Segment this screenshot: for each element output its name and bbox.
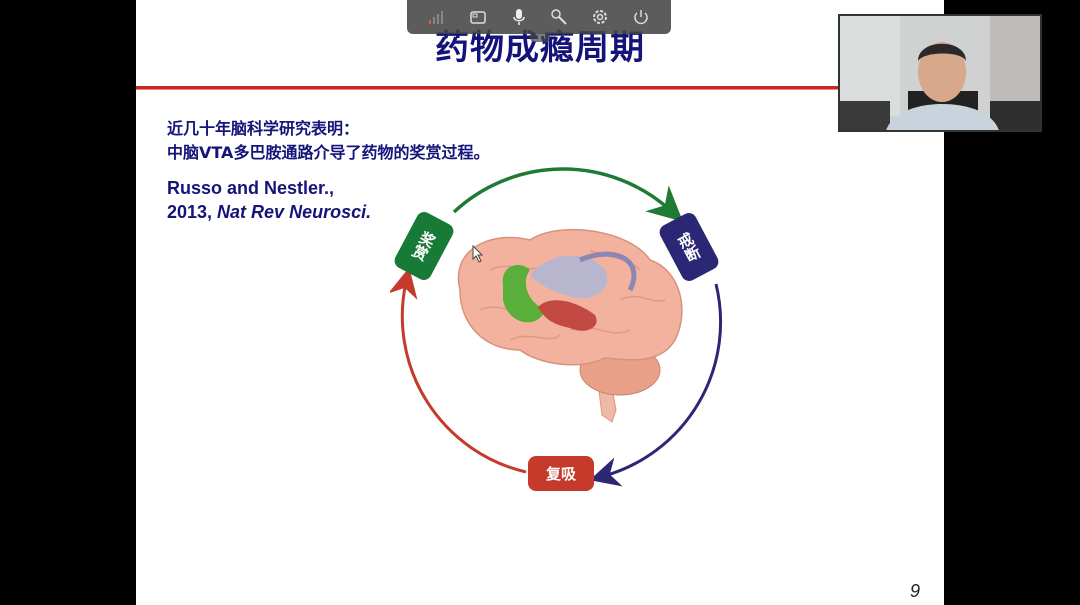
- toolbar-collapse-handle[interactable]: [530, 34, 550, 42]
- citation-journal: Nat Rev Neurosci.: [217, 202, 372, 222]
- stage-relapse-badge: 复吸: [528, 456, 594, 491]
- citation-line-1: Russo and Nestler.,: [167, 178, 335, 198]
- citation-line-2: 2013, Nat Rev Neurosci.: [167, 200, 371, 224]
- microphone-icon[interactable]: [509, 7, 529, 27]
- settings-icon[interactable]: [590, 7, 610, 27]
- arrow-relapse-to-reward: [390, 267, 527, 474]
- power-icon[interactable]: [631, 7, 651, 27]
- page-number: 9: [910, 581, 921, 601]
- body-line-1: 近几十年脑科学研究表明：: [167, 119, 360, 138]
- mouse-cursor-icon: [472, 245, 484, 263]
- citation: Russo and Nestler., 2013, Nat Rev Neuros…: [167, 176, 371, 224]
- slide-body-text: 近几十年脑科学研究表明： 中脑VTA多巴胺通路介导了药物的奖赏过程。: [167, 117, 489, 165]
- wrench-icon[interactable]: [549, 7, 569, 27]
- presentation-slide: 药物成瘾周期 近几十年脑科学研究表明： 中脑VTA多巴胺通路介导了药物的奖赏过程…: [136, 0, 944, 605]
- title-divider: [136, 86, 944, 90]
- meeting-toolbar: [407, 0, 671, 34]
- signal-icon[interactable]: [427, 7, 447, 27]
- arrow-withdrawal-to-relapse: [589, 283, 723, 487]
- body-line-2: 中脑VTA多巴胺通路介导了药物的奖赏过程。: [167, 143, 490, 162]
- arrow-reward-to-withdrawal: [452, 167, 684, 222]
- citation-year: 2013,: [167, 202, 218, 222]
- addiction-cycle-diagram: [390, 167, 723, 487]
- screen-share-icon[interactable]: [468, 7, 488, 27]
- brain-illustration: [457, 228, 683, 423]
- presenter-webcam-video[interactable]: [838, 14, 1042, 132]
